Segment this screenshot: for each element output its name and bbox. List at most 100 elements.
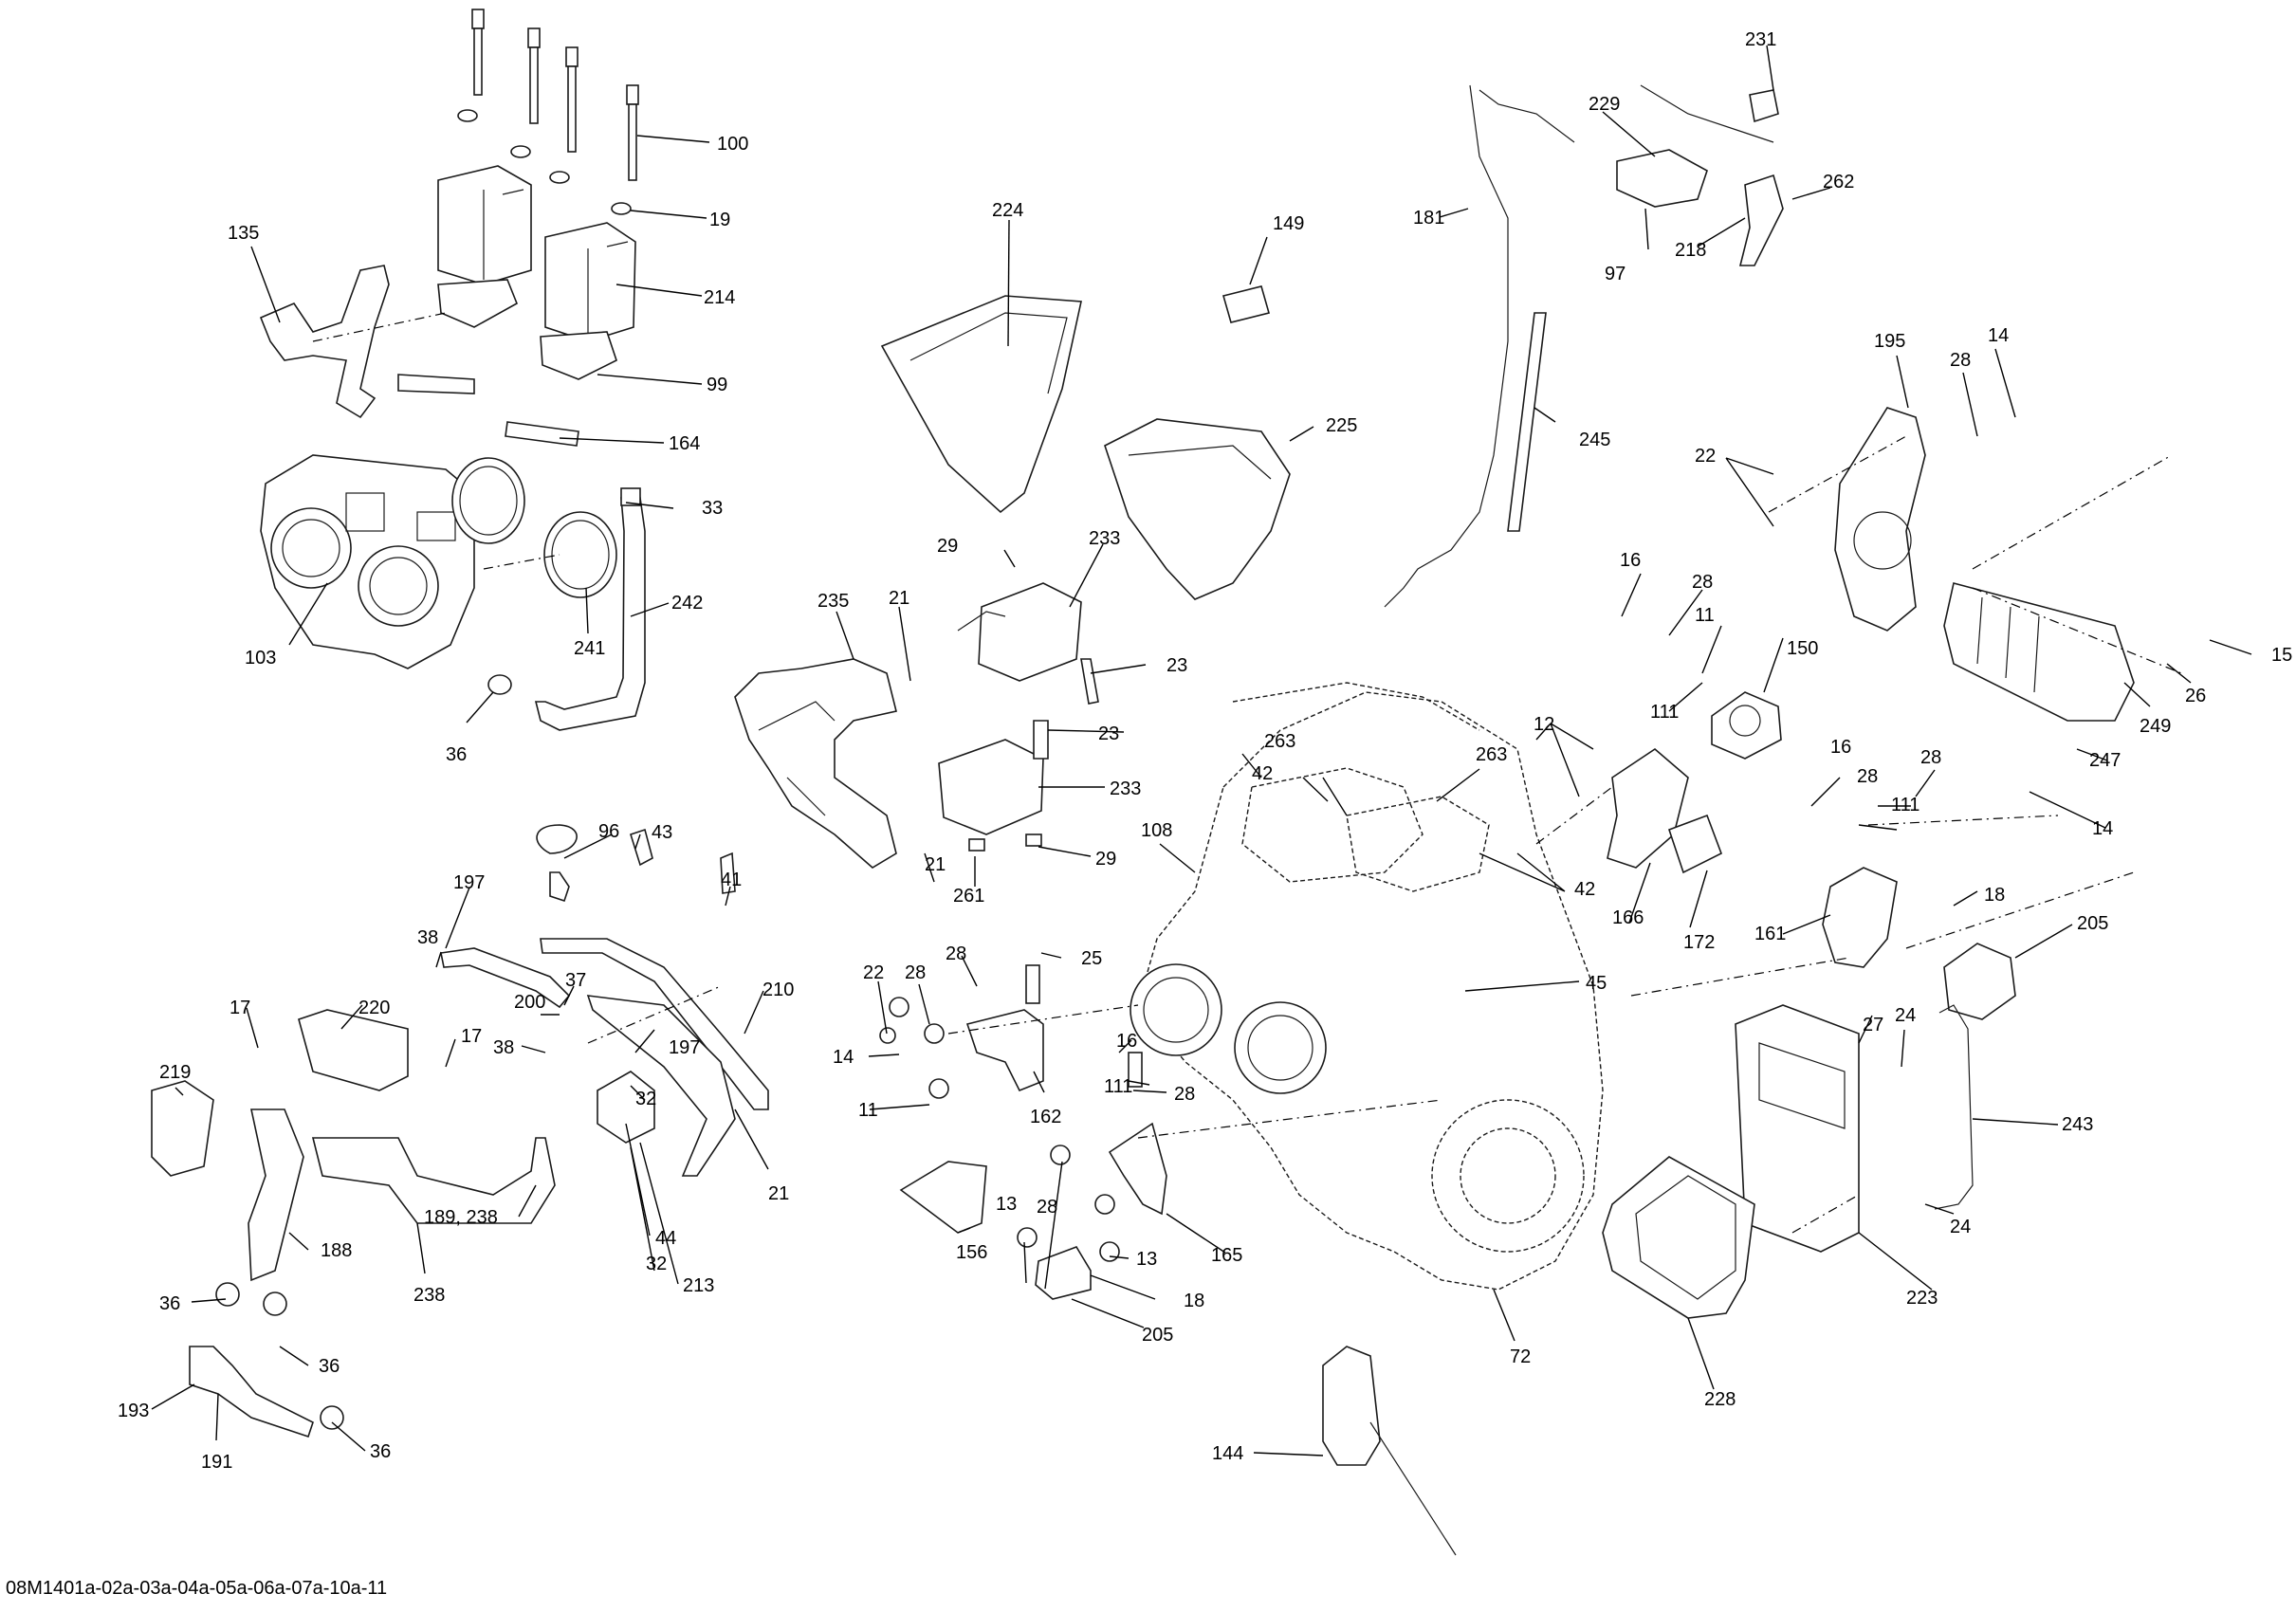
callout-165: 165: [1211, 1245, 1242, 1266]
callout-111: 111: [1891, 795, 1919, 815]
callout-161: 161: [1754, 924, 1786, 944]
callout-26: 26: [2185, 686, 2206, 706]
callout-247: 247: [2089, 750, 2121, 771]
callout-197: 197: [669, 1037, 700, 1058]
callout-245: 245: [1579, 430, 1610, 450]
callout-149: 149: [1273, 213, 1304, 234]
spark-plug-parts: [259, 265, 579, 447]
callout-32: 32: [635, 1089, 656, 1109]
callout-24: 24: [1895, 1005, 1916, 1026]
callout-18: 18: [1984, 885, 2005, 906]
callout-214: 214: [704, 287, 735, 308]
callout-150: 150: [1787, 638, 1818, 659]
callout-24: 24: [1950, 1217, 1971, 1237]
part-drawings: [151, 9, 2182, 1556]
callout-28: 28: [905, 962, 926, 983]
callout-38: 38: [417, 927, 438, 948]
callout-172: 172: [1683, 932, 1715, 953]
vent-hose: [487, 487, 646, 731]
callout-21: 21: [768, 1183, 789, 1204]
callout-205: 205: [2077, 913, 2108, 934]
callout-238: 238: [413, 1285, 445, 1306]
callout-181: 181: [1413, 208, 1444, 229]
callout-262: 262: [1823, 172, 1854, 192]
long-bolts: [457, 9, 639, 215]
callout-224: 224: [992, 200, 1023, 221]
callout-200: 200: [514, 992, 545, 1013]
alignment-lines: [312, 312, 2182, 1234]
callout-41: 41: [721, 870, 742, 890]
callout-15: 15: [2271, 645, 2292, 666]
callout-193: 193: [118, 1401, 149, 1421]
callout-233: 233: [1110, 779, 1141, 799]
callout-228: 228: [1704, 1389, 1736, 1410]
callout-28: 28: [1037, 1197, 1057, 1218]
callout-263: 263: [1476, 744, 1507, 765]
hoses-lower-left: [151, 824, 769, 1438]
callout-28: 28: [1857, 766, 1878, 787]
callout-235: 235: [817, 591, 849, 612]
callout-11: 11: [1695, 605, 1715, 626]
callout-16: 16: [1620, 550, 1641, 571]
callout-231: 231: [1745, 29, 1776, 50]
callout-99: 99: [707, 375, 727, 395]
callout-213: 213: [683, 1275, 714, 1296]
center-hardware: [879, 964, 1167, 1300]
callout-135: 135: [228, 223, 259, 244]
callout-242: 242: [671, 593, 703, 614]
callout-14: 14: [1988, 325, 2009, 346]
callout-19: 19: [709, 210, 730, 230]
callout-188: 188: [321, 1240, 352, 1261]
callout-103: 103: [245, 648, 276, 669]
callout-36: 36: [319, 1356, 340, 1377]
callout-100: 100: [717, 134, 748, 155]
callout-225: 225: [1326, 415, 1357, 436]
sensor-bracket: [1616, 84, 1784, 266]
callout-17: 17: [230, 998, 250, 1018]
callout-72: 72: [1510, 1346, 1531, 1367]
engine-block: [1130, 682, 1604, 1291]
callout-111: 111: [1650, 702, 1679, 723]
callout-220: 220: [358, 998, 390, 1018]
callout-42: 42: [1252, 763, 1273, 784]
document-code: 08M1401a-02a-03a-04a-05a-06a-07a-10a-11: [6, 1578, 388, 1599]
callout-28: 28: [1174, 1084, 1195, 1105]
callout-29: 29: [1095, 849, 1116, 870]
callout-23: 23: [1098, 724, 1119, 744]
callout-96: 96: [598, 821, 619, 842]
callout-44: 44: [655, 1228, 676, 1249]
callout-32: 32: [646, 1254, 667, 1274]
callout-38: 38: [493, 1037, 514, 1058]
callout-25: 25: [1081, 948, 1102, 969]
callout-205: 205: [1142, 1325, 1173, 1346]
callout-11: 11: [858, 1100, 878, 1121]
callout-45: 45: [1586, 973, 1607, 994]
callout-144: 144: [1212, 1443, 1243, 1464]
coil-brackets: [734, 582, 1099, 869]
callout-22: 22: [863, 962, 884, 983]
callout-16: 16: [1116, 1031, 1137, 1052]
callout-233: 233: [1089, 528, 1120, 549]
callout-12: 12: [1534, 714, 1554, 735]
callout-37: 37: [565, 970, 586, 991]
engine-mounts: [1607, 691, 2016, 1020]
callout-23: 23: [1166, 655, 1187, 676]
callout-162: 162: [1030, 1107, 1061, 1127]
callout-14: 14: [833, 1047, 854, 1068]
leader-lines: [151, 45, 2252, 1456]
callout-13: 13: [996, 1194, 1017, 1215]
callout-17: 17: [461, 1026, 482, 1047]
callout-243: 243: [2062, 1114, 2093, 1135]
callout-189-238: 189, 238: [424, 1207, 498, 1228]
starter-and-mount: [1834, 407, 2135, 722]
callout-197: 197: [453, 872, 485, 893]
callout-27: 27: [1863, 1015, 1883, 1035]
callout-191: 191: [201, 1452, 232, 1473]
callout-156: 156: [956, 1242, 987, 1263]
starter-cable: [1934, 1004, 1974, 1210]
callout-241: 241: [574, 638, 605, 659]
callout-36: 36: [159, 1293, 180, 1314]
callout-263: 263: [1264, 731, 1295, 752]
callout-218: 218: [1675, 240, 1706, 261]
